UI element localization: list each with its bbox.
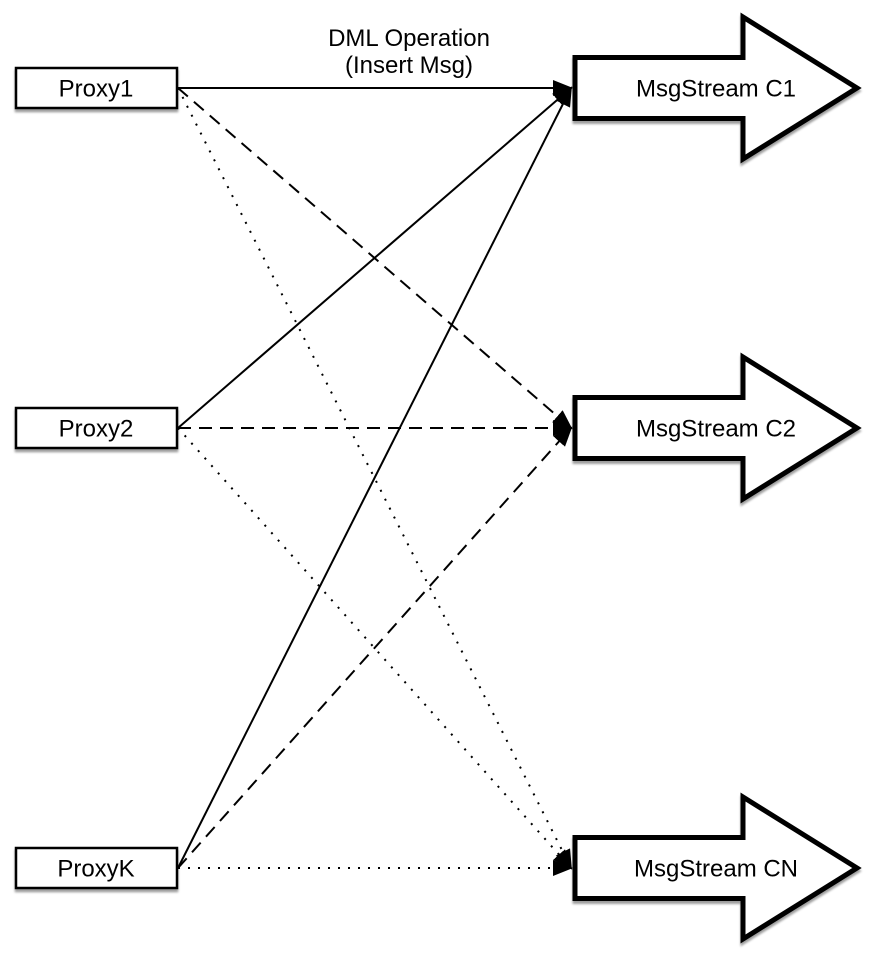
title-line2: (Insert Msg)	[345, 52, 473, 79]
connections-group	[177, 80, 573, 876]
proxyk-label: ProxyK	[57, 856, 134, 883]
title-label: DML Operation (Insert Msg)	[328, 25, 490, 79]
stream-cn-node: MsgStream CN	[572, 792, 862, 944]
stream-c1-arrow	[572, 12, 862, 164]
stream-c2-label: MsgStream C2	[636, 416, 796, 443]
stream-c1-node: MsgStream C1	[572, 12, 862, 164]
proxy1-box	[14, 66, 179, 110]
proxy2-label: Proxy2	[59, 416, 134, 443]
proxy2-box	[14, 406, 179, 450]
connection-proxy1-c2	[177, 87, 573, 430]
proxyk-node: ProxyK	[14, 846, 179, 890]
stream-c1-label: MsgStream C1	[636, 76, 796, 103]
connection-proxyk-c1	[177, 86, 572, 869]
connection-proxy2-cn	[177, 427, 573, 870]
proxy2-node: Proxy2	[14, 406, 179, 450]
proxy1-node: Proxy1	[14, 66, 179, 110]
stream-cn-label: MsgStream CN	[634, 856, 798, 883]
stream-c2-node: MsgStream C2	[572, 352, 862, 504]
stream-cn-arrow	[572, 792, 862, 944]
proxyk-box	[14, 846, 179, 890]
stream-c2-arrow	[572, 352, 862, 504]
proxy1-label: Proxy1	[59, 76, 134, 103]
title-line1: DML Operation	[328, 25, 490, 52]
connection-proxyk-c2	[177, 426, 573, 869]
